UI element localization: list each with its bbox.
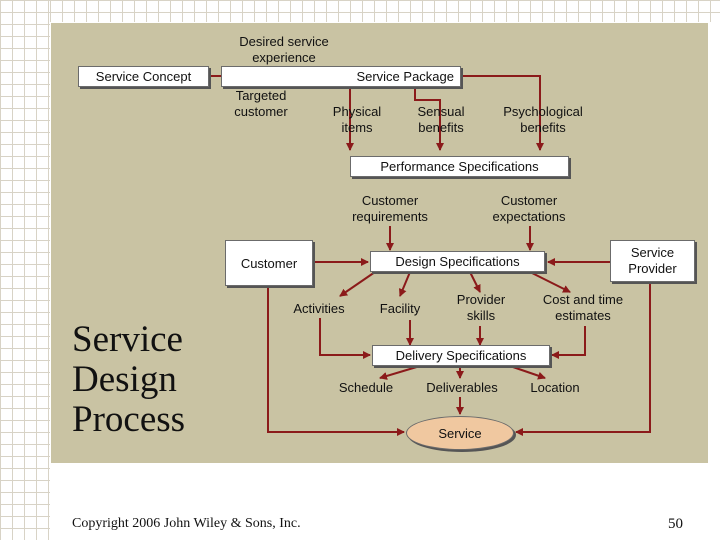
arrow-design-to-skills [469, 271, 481, 293]
arrow-sub-to-delivery [319, 318, 371, 359]
physical-items-label: Physical items [332, 104, 382, 135]
arrow-design-to-cost [529, 271, 571, 293]
activities-label: Activities [293, 301, 345, 316]
cost-time-estimates-label: Cost and time estimates [542, 292, 624, 323]
service-concept-box: Service Concept [78, 66, 209, 87]
provider-skills-label: Provider skills [456, 292, 506, 323]
schedule-label: Schedule [338, 380, 394, 395]
service-oval: Service [406, 416, 514, 450]
psychological-benefits-label: Psychological benefits [503, 104, 583, 135]
arrow-package-to-sensual [414, 86, 444, 151]
design-specifications-box: Design Specifications [370, 251, 545, 272]
delivery-specifications-box: Delivery Specifications [372, 345, 550, 366]
deliverables-label: Deliverables [426, 380, 498, 395]
customer-box: Customer [225, 240, 313, 286]
facility-label: Facility [379, 301, 421, 316]
desired-experience-label: Desired service experience [239, 34, 329, 65]
slide-title: Service Design Process [72, 319, 186, 440]
customer-requirements-label: Customer requirements [352, 193, 428, 224]
arrow-delivery-to-location [509, 365, 546, 380]
service-package-box: Service Package [221, 66, 461, 87]
copyright-text: Copyright 2006 John Wiley & Sons, Inc. [72, 516, 301, 531]
sensual-benefits-label: Sensual benefits [417, 104, 465, 135]
grid-decoration-top [50, 0, 720, 22]
arrow-customer-loop [267, 286, 405, 436]
page-number: 50 [668, 516, 683, 532]
arrow-provider-loop [515, 282, 651, 436]
arrow-package-to-psych [460, 75, 544, 151]
arrow-design-to-facility [399, 271, 411, 297]
customer-expectations-label: Customer expectations [492, 193, 566, 224]
arrow-cost-to-delivery [551, 326, 586, 359]
location-label: Location [530, 380, 580, 395]
service-provider-box: Service Provider [610, 240, 695, 282]
diagram-panel [51, 23, 708, 463]
performance-specifications-box: Performance Specifications [350, 156, 569, 177]
arrow-design-to-activities [339, 271, 376, 297]
grid-decoration-left [0, 0, 50, 540]
targeted-customer-label: Targeted customer [234, 88, 288, 119]
arrow-delivery-to-schedule [379, 365, 421, 380]
